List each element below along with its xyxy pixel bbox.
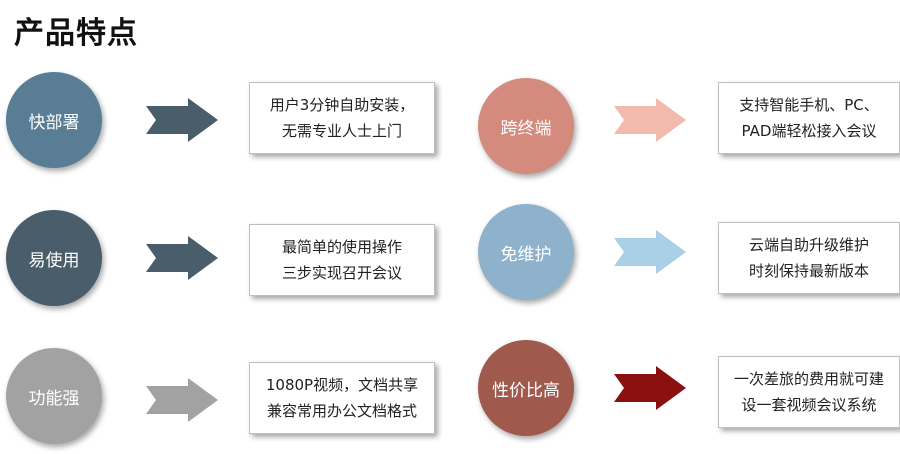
arrow-right-icon: [614, 366, 686, 410]
feature-description-line: 兼容常用办公文档格式: [266, 402, 417, 420]
feature-description-box: 云端自助升级维护 时刻保持最新版本: [718, 222, 900, 294]
feature-label: 跨终端: [500, 118, 552, 139]
feature-description-box: 用户3分钟自助安装， 无需专业人士上门: [249, 82, 435, 154]
feature-circle-powerful: 功能强: [6, 348, 102, 444]
arrow-right-icon: [146, 236, 218, 280]
feature-label: 免维护: [500, 244, 552, 265]
feature-circle-cost-effective: 性价比高: [478, 340, 574, 436]
feature-description-line: 1080P视频，文档共享: [265, 376, 419, 394]
arrow-right-icon: [614, 98, 686, 142]
feature-description-box: 支持智能手机、PC、 PAD端轻松接入会议: [718, 82, 900, 154]
feature-circle-easy-use: 易使用: [6, 210, 102, 306]
feature-label: 快部署: [28, 112, 80, 133]
feature-label: 功能强: [28, 388, 80, 409]
feature-description-line: 云端自助升级维护: [748, 236, 869, 254]
feature-description-line: 时刻保持最新版本: [748, 262, 869, 280]
feature-description-line: 一次差旅的费用就可建: [733, 370, 884, 388]
feature-description-line: 用户3分钟自助安装，: [269, 96, 415, 114]
feature-description-box: 一次差旅的费用就可建 设一套视频会议系统: [718, 356, 900, 428]
feature-description-box: 1080P视频，文档共享 兼容常用办公文档格式: [249, 362, 435, 434]
page-title: 产品特点: [14, 16, 138, 51]
feature-description-box: 最简单的使用操作 三步实现召开会议: [249, 224, 435, 296]
feature-description-line: 支持智能手机、PC、: [739, 96, 879, 114]
feature-label: 易使用: [28, 250, 80, 271]
feature-circle-deploy: 快部署: [6, 72, 102, 168]
feature-circle-cross-platform: 跨终端: [478, 78, 574, 174]
feature-description-line: 设一套视频会议系统: [741, 396, 877, 414]
arrow-right-icon: [146, 378, 218, 422]
arrow-right-icon: [146, 98, 218, 142]
feature-description-line: 三步实现召开会议: [281, 264, 402, 282]
feature-circle-maintenance-free: 免维护: [478, 204, 574, 300]
feature-description-line: 最简单的使用操作: [281, 238, 402, 256]
feature-description-line: PAD端轻松接入会议: [741, 122, 877, 140]
feature-description-line: 无需专业人士上门: [281, 122, 402, 140]
feature-label: 性价比高: [492, 380, 560, 401]
arrow-right-icon: [614, 230, 686, 274]
